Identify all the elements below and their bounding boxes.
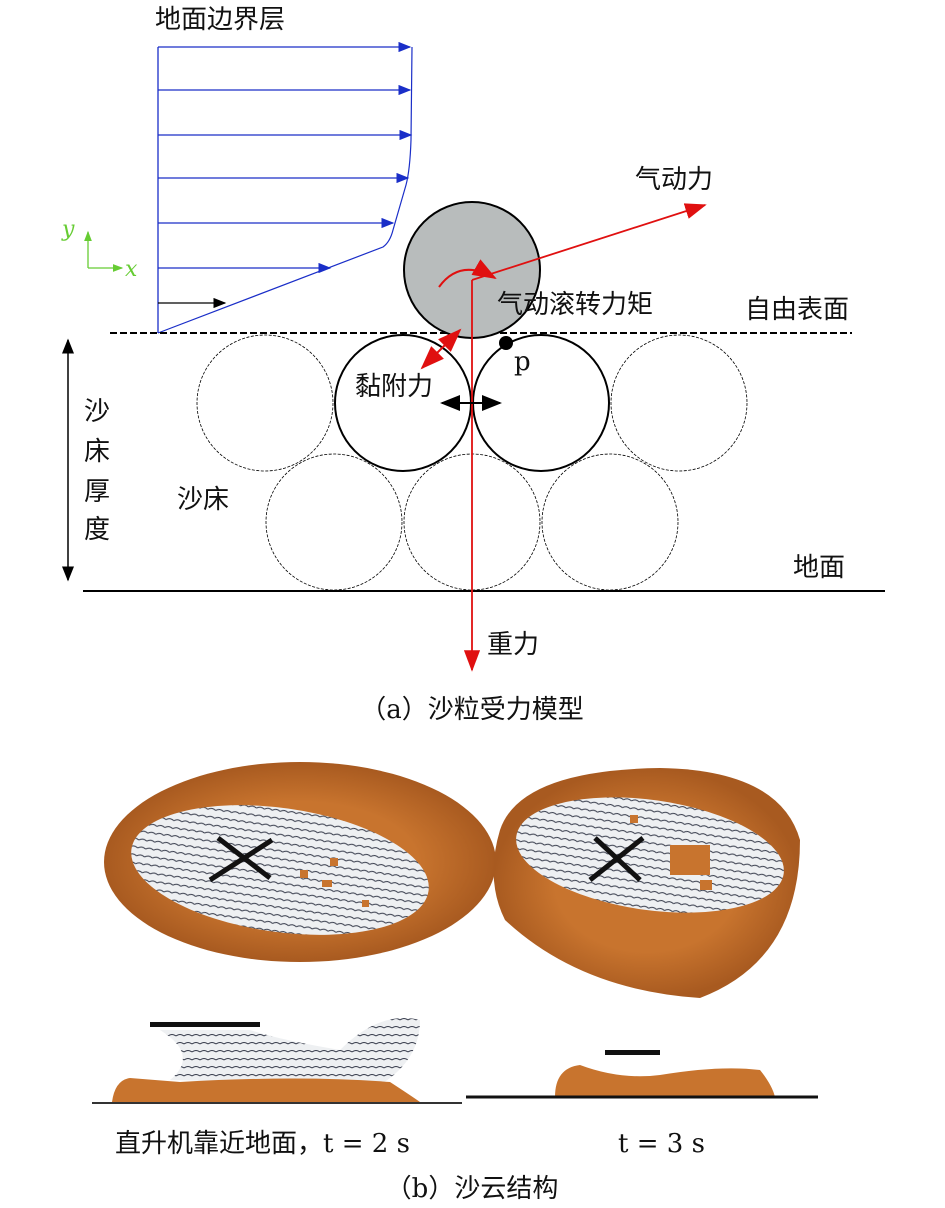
bed-thickness-label: 度 [84, 515, 110, 545]
sand-cloud-top-view-t2 [104, 762, 496, 962]
bed-thickness-label: 沙 [84, 397, 110, 427]
sand-grain [541, 453, 679, 591]
ground-label: 地面 [793, 553, 845, 583]
adhesion-arrow [420, 328, 462, 370]
bed-thickness-label: 厚 [84, 477, 110, 507]
sand-bed-label: 沙床 [177, 485, 229, 515]
aero-force-label: 气动力 [635, 165, 713, 195]
caption-b-right: t = 3 s [618, 1129, 705, 1159]
rolling-moment-label: 气动滚转力矩 [497, 290, 653, 320]
point-p-label: p [514, 347, 531, 377]
gravity-label: 重力 [487, 630, 539, 660]
contact-point-p [499, 336, 513, 350]
velocity-profile-curve [157, 46, 413, 334]
sand-grain [610, 334, 748, 472]
boundary-layer-label: 地面边界层 [155, 5, 285, 35]
sand-grain [265, 453, 403, 591]
bed-thickness-label: 床 [84, 437, 110, 467]
free-surface-label: 自由表面 [745, 295, 849, 325]
y-axis-label: y [61, 217, 75, 242]
sand-grain [196, 334, 334, 472]
adhesion-label: 黏附力 [355, 372, 433, 402]
rolling-moment-arrow [438, 259, 497, 288]
x-axis-label: x [125, 257, 138, 282]
sand-cloud-side-view-t2 [92, 1018, 462, 1104]
velocity-arrows [158, 41, 413, 274]
caption-a: （a）沙粒受力模型 [360, 695, 584, 725]
caption-b: （b）沙云结构 [386, 1174, 559, 1204]
aero-force-arrow [471, 203, 707, 281]
caption-b-left: 直升机靠近地面，t = 2 s [115, 1129, 410, 1159]
sand-cloud-side-view-t3 [466, 1050, 818, 1099]
sand-cloud-top-view-t3 [493, 768, 800, 998]
